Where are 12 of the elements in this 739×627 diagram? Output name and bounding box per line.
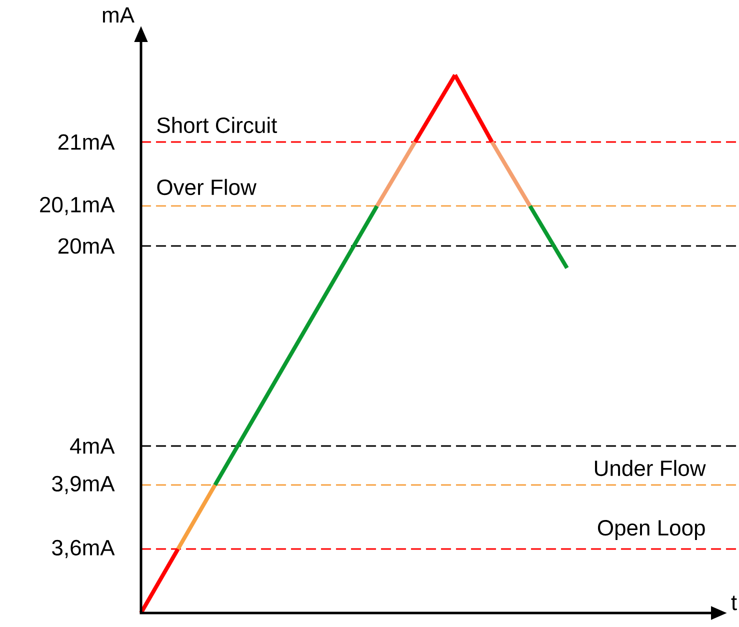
tick-label: 20mA	[58, 238, 115, 254]
tick-label: 4mA	[70, 438, 115, 454]
axis-label: t	[731, 596, 737, 610]
zone-label: Under Flow	[595, 460, 706, 476]
tick-label: 3,9mA	[52, 476, 115, 494]
tick-label: 20,1mA	[40, 196, 115, 216]
zone-label: Over Flow	[157, 178, 256, 196]
tick-label: 21mA	[58, 134, 115, 150]
zone-label: Open Loop	[598, 520, 705, 540]
zone-label: Short Circuit	[157, 116, 278, 134]
axis-label: mA	[102, 7, 134, 23]
tick-label: 3,6mA	[52, 540, 115, 558]
